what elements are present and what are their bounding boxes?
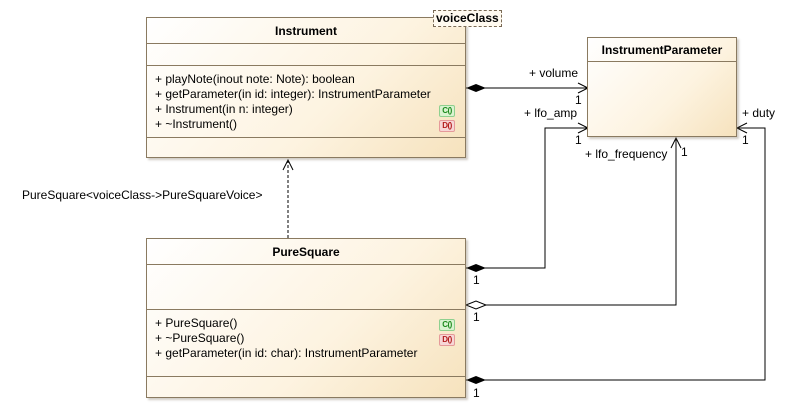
class-name: Instrument	[147, 18, 465, 44]
instrument-class[interactable]: Instrument + playNote(inout note: Note):…	[146, 17, 466, 158]
duty-arrowhead	[735, 122, 748, 134]
lfo-amp-role-label: + lfo_amp	[524, 106, 578, 120]
operation-row[interactable]: + playNote(inout note: Note): boolean	[147, 72, 465, 87]
operation-signature: + ~PureSquare()	[155, 331, 245, 345]
lfo-amp-composition-diamond	[466, 264, 486, 272]
extra-compartment	[147, 377, 465, 397]
operation-row[interactable]: + Instrument(in n: integer) C()	[147, 102, 465, 117]
pure-square-class[interactable]: PureSquare + PureSquare() C() + ~PureSqu…	[146, 238, 466, 398]
lfo-frequency-source-multiplicity: 1	[473, 310, 480, 324]
duty-multiplicity: 1	[742, 133, 749, 147]
duty-source-multiplicity: 1	[473, 386, 480, 400]
operation-signature: + getParameter(in id: integer): Instrume…	[155, 87, 431, 101]
destructor-icon: D()	[439, 334, 455, 346]
operation-row[interactable]: + PureSquare() C()	[147, 316, 465, 331]
lfo-frequency-role-label: + lfo_frequency	[585, 147, 668, 161]
lfo-frequency-multiplicity: 1	[681, 145, 688, 159]
operations-compartment: + playNote(inout note: Note): boolean + …	[147, 66, 465, 138]
extra-compartment	[147, 138, 465, 157]
lfo-frequency-arrowhead	[670, 136, 682, 149]
constructor-icon: C()	[439, 105, 455, 117]
lfo-frequency-association-line[interactable]	[466, 138, 677, 306]
operation-signature: + Instrument(in n: integer)	[155, 102, 293, 116]
instrument-parameter-class[interactable]: InstrumentParameter	[587, 37, 737, 137]
operation-row[interactable]: + ~Instrument() D()	[147, 117, 465, 132]
volume-composition-diamond	[466, 84, 486, 92]
class-name: PureSquare	[147, 239, 465, 265]
operation-row[interactable]: + getParameter(in id: char): InstrumentP…	[147, 346, 465, 361]
duty-association-line[interactable]	[466, 127, 766, 381]
constructor-icon: C()	[439, 319, 455, 331]
operation-row[interactable]: + getParameter(in id: integer): Instrume…	[147, 87, 465, 102]
operation-signature: + getParameter(in id: char): InstrumentP…	[155, 346, 418, 360]
operation-signature: + ~Instrument()	[155, 117, 238, 131]
template-binding-label: PureSquare<voiceClass->PureSquareVoice>	[22, 188, 263, 202]
destructor-icon: D()	[439, 120, 455, 132]
operations-compartment: + PureSquare() C() + ~PureSquare() D() +…	[147, 310, 465, 377]
lfo-frequency-composition-diamond	[464, 300, 488, 310]
volume-multiplicity: 1	[575, 93, 582, 107]
attributes-compartment	[147, 44, 465, 66]
duty-role-label: + duty	[742, 106, 776, 120]
lfo-amp-source-multiplicity: 1	[473, 273, 480, 287]
operation-signature: + playNote(inout note: Note): boolean	[155, 72, 355, 86]
template-parameter[interactable]: voiceClass	[433, 10, 502, 27]
operation-row[interactable]: + ~PureSquare() D()	[147, 331, 465, 346]
operation-signature: + PureSquare()	[155, 316, 238, 330]
class-name: InstrumentParameter	[588, 38, 736, 62]
attributes-compartment	[147, 265, 465, 310]
volume-role-label: + volume	[529, 66, 579, 80]
lfo-amp-association-line[interactable]	[466, 127, 588, 269]
duty-composition-diamond	[466, 376, 486, 384]
lfo-amp-multiplicity: 1	[575, 133, 582, 147]
binding-arrowhead	[282, 158, 294, 171]
